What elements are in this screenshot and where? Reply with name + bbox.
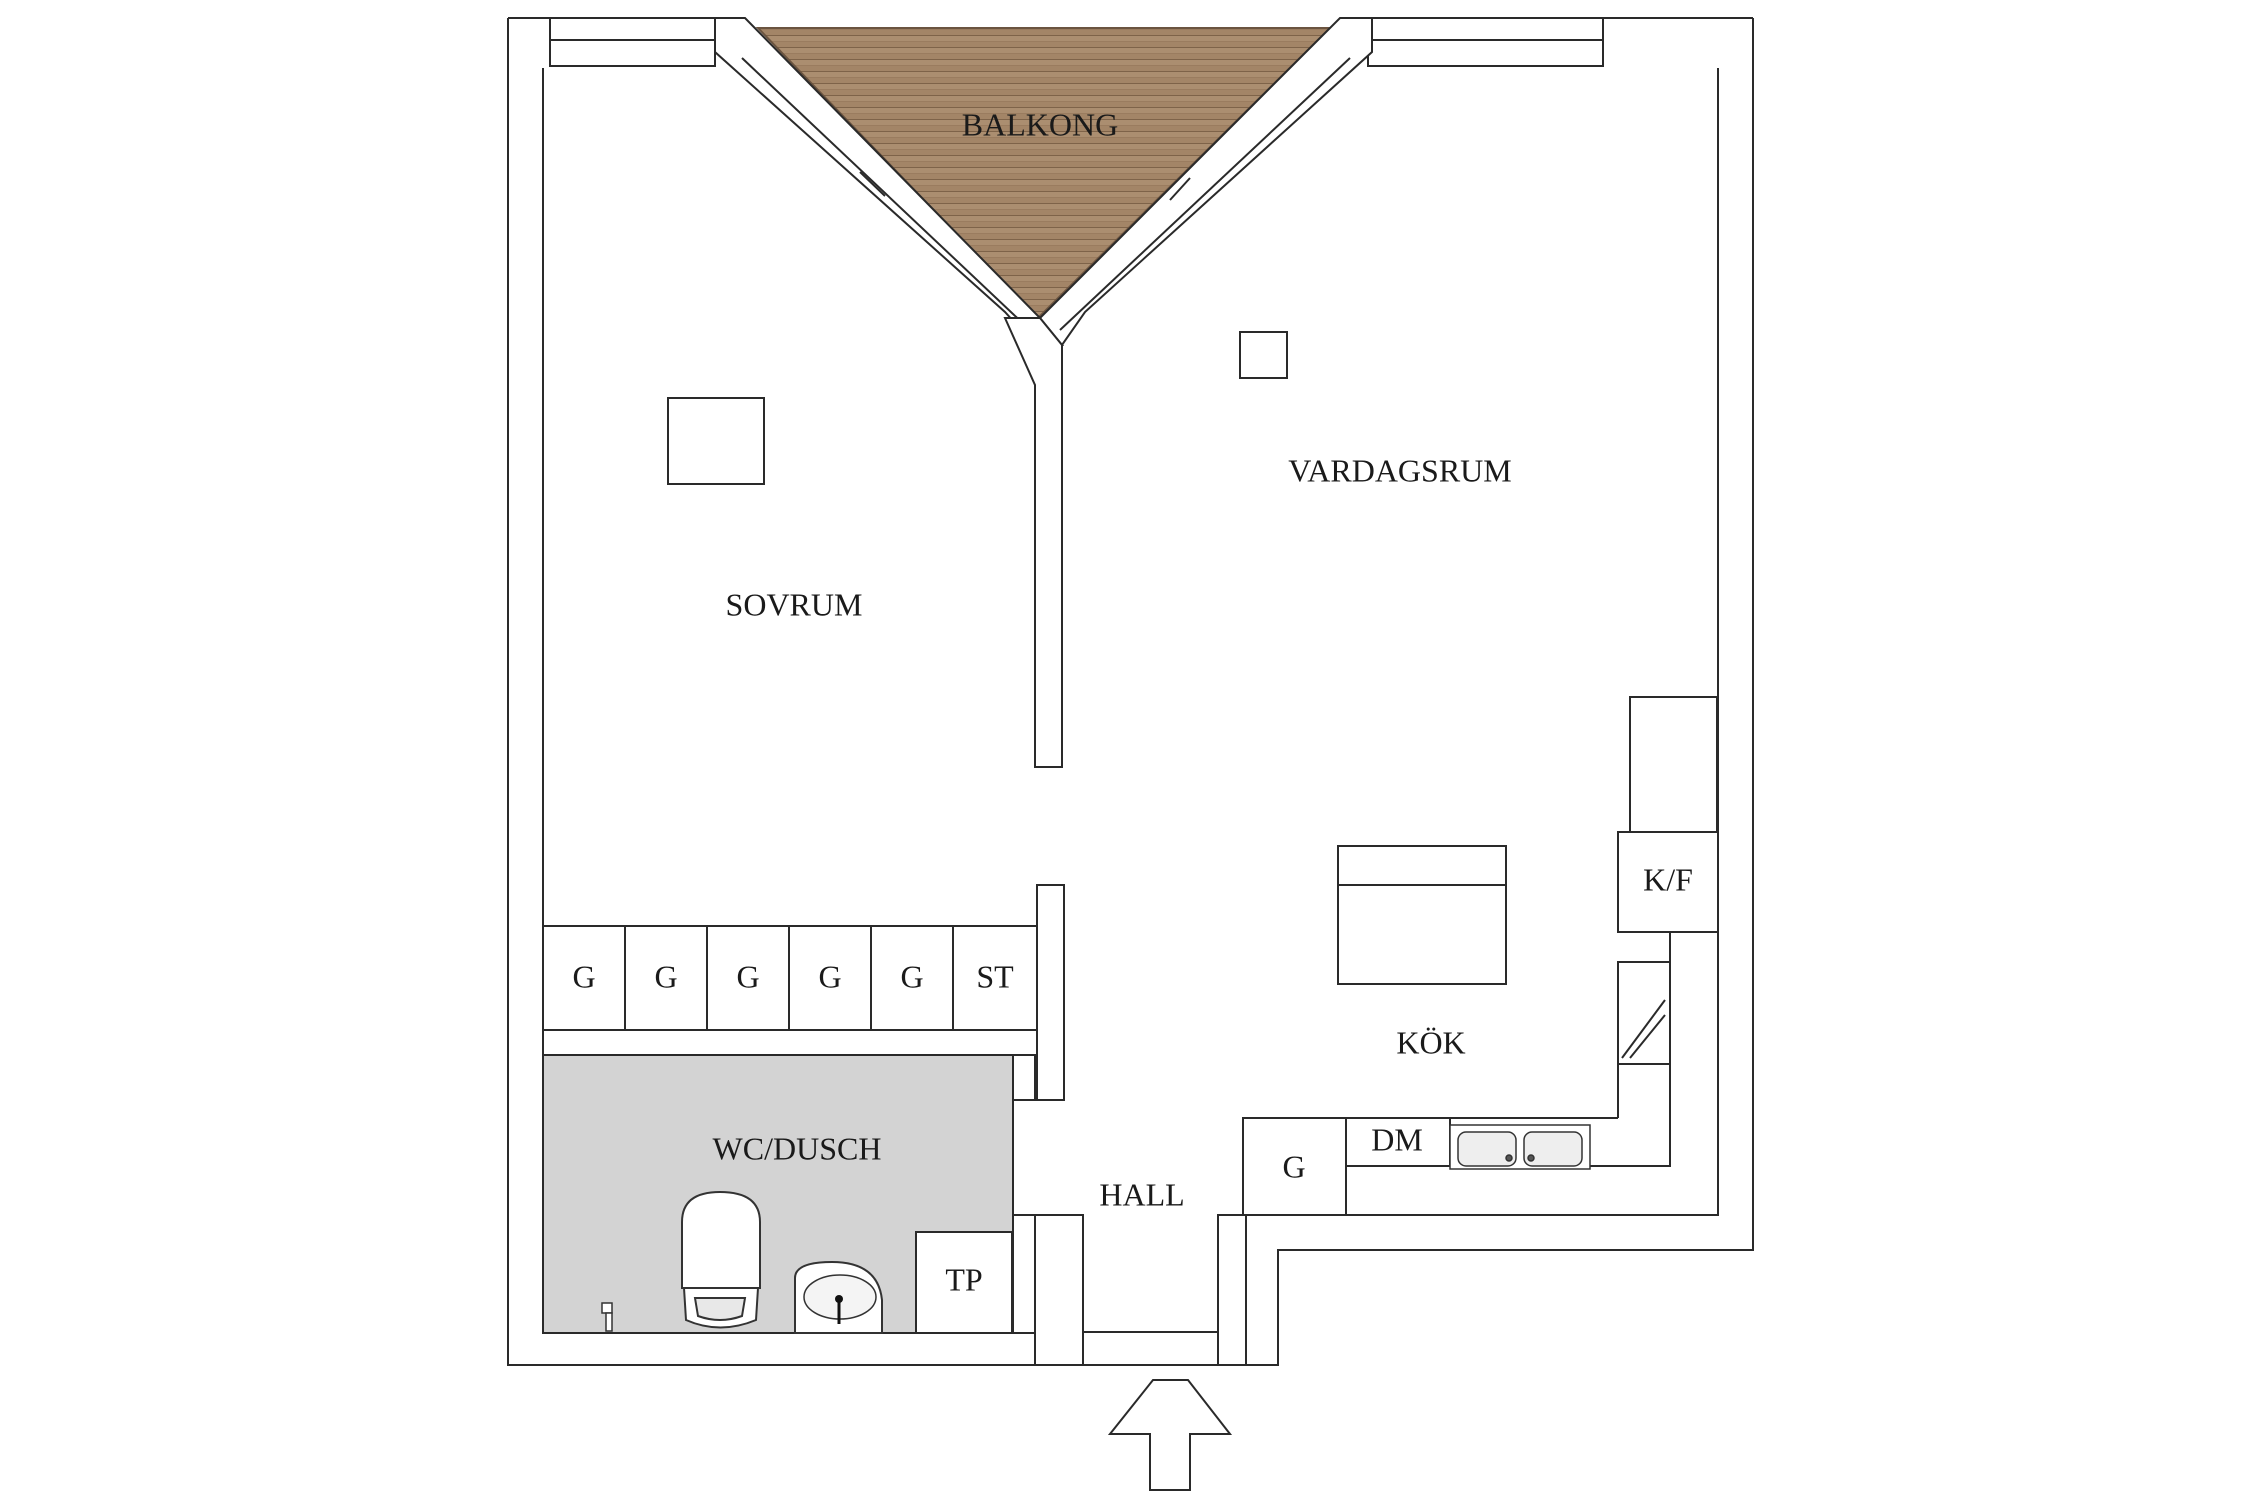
- wardrobe-label: G: [572, 958, 595, 994]
- kitchen-cabinet-label: G: [1282, 1148, 1305, 1184]
- room-label-wc-dusch: WC/DUSCH: [713, 1130, 882, 1166]
- room-label-kok: KÖK: [1396, 1024, 1465, 1060]
- column-living: [1239, 331, 1288, 379]
- floor-drain-icon: [601, 1302, 613, 1332]
- room-label-balkong: BALKONG: [962, 106, 1118, 142]
- storage-label: ST: [976, 958, 1014, 994]
- room-label-sovrum: SOVRUM: [726, 586, 863, 622]
- laundry-box: [915, 1231, 1013, 1334]
- fridge-freezer-box: [1617, 831, 1719, 933]
- wardrobe-label: G: [654, 958, 677, 994]
- double-sink-icon: [1449, 1124, 1591, 1170]
- kitchen-table: [1337, 845, 1507, 985]
- up-arrow-icon: [1107, 1379, 1233, 1491]
- laundry-label: TP: [945, 1261, 982, 1297]
- wardrobe-label: G: [736, 958, 759, 994]
- exterior-wall-outer: [507, 18, 1754, 1366]
- washbasin-icon: [794, 1260, 883, 1334]
- window-right: [1367, 17, 1604, 67]
- window-left: [549, 17, 716, 67]
- room-label-hall: HALL: [1099, 1176, 1184, 1212]
- wardrobe-label: G: [900, 958, 923, 994]
- dishwasher-label: DM: [1371, 1121, 1423, 1157]
- fridge-freezer-label: K/F: [1643, 861, 1693, 897]
- toilet-icon: [681, 1190, 761, 1329]
- bedroom-living-wall: [1003, 317, 1063, 768]
- room-label-vardagsrum: VARDAGSRUM: [1288, 452, 1511, 488]
- wardrobe-label: G: [818, 958, 841, 994]
- column-bedroom: [667, 397, 765, 485]
- balcony-deck: [755, 27, 1333, 320]
- dishwasher-box: [1345, 1117, 1451, 1167]
- kitchen-cabinet-box: [1242, 1117, 1347, 1216]
